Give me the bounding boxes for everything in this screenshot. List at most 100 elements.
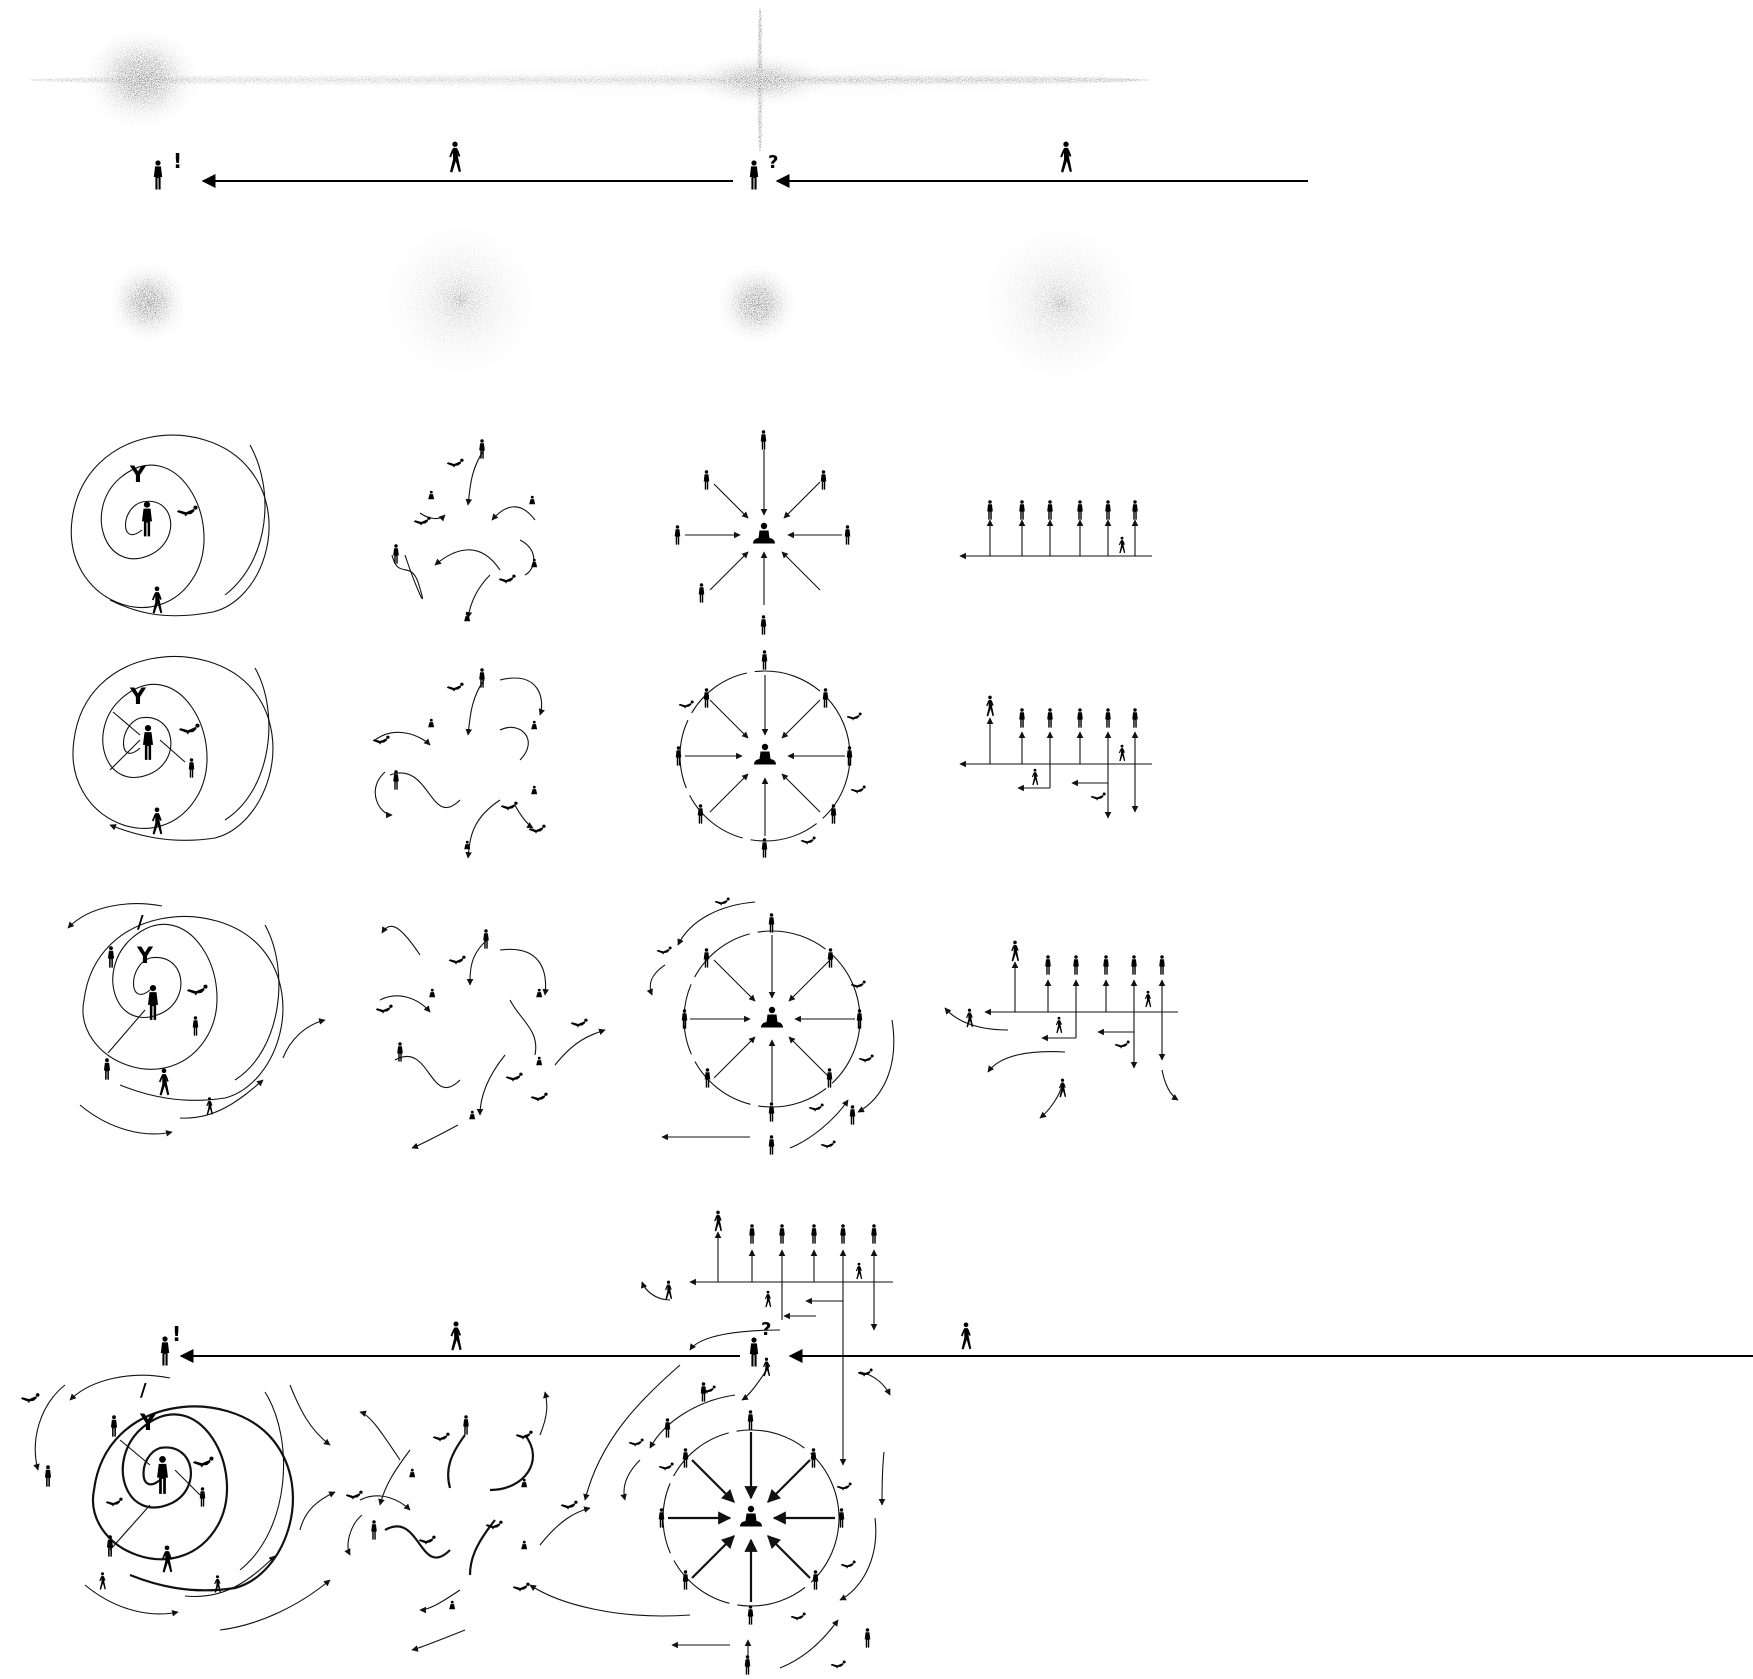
standing-person-icon <box>987 500 993 520</box>
leaping-person-icon <box>186 983 209 996</box>
leaping-person-icon <box>176 504 199 517</box>
standing-person-icon <box>703 688 710 708</box>
sparse-cluster-2 <box>982 225 1138 381</box>
crouching-person-icon <box>536 1056 543 1066</box>
comb-diagram-1 <box>959 500 1152 560</box>
walking-person-icon <box>1118 744 1126 762</box>
standing-person-icon <box>110 1415 118 1437</box>
comb-diagram-2 <box>959 694 1152 819</box>
bottom-comb-diagram <box>641 1209 893 1506</box>
dense-cluster-1 <box>108 262 188 342</box>
standing-person-icon <box>744 1655 751 1675</box>
crouching-person-icon <box>531 558 538 568</box>
leaping-person-icon <box>570 1017 589 1028</box>
standing-person-icon <box>871 1224 877 1244</box>
standing-person-icon <box>1047 500 1053 520</box>
walking-person-icon <box>1118 536 1126 554</box>
standing-person-icon <box>761 650 768 670</box>
leaping-person-icon <box>512 1581 531 1592</box>
crouching-person-icon <box>531 720 538 730</box>
standing-person-icon <box>44 1465 52 1487</box>
meditating-person-icon <box>761 1006 783 1028</box>
walking-person-icon <box>1059 140 1074 174</box>
standing-person-icon <box>141 501 153 537</box>
walking-person-icon <box>1058 1078 1067 1098</box>
timeline-top-mid-marker: ? <box>768 152 778 173</box>
standing-person-icon <box>1077 500 1083 520</box>
leaping-person-icon <box>20 1392 41 1404</box>
leaping-person-icon <box>714 897 731 906</box>
figure-glyph: Y <box>129 685 147 710</box>
standing-person-icon <box>479 668 485 688</box>
leaping-person-icon <box>192 1455 215 1468</box>
standing-person-icon <box>1019 708 1025 728</box>
scatter-paths-2 <box>372 668 547 859</box>
standing-person-icon <box>768 1102 775 1122</box>
standing-person-icon <box>704 1068 711 1088</box>
standing-person-icon <box>703 470 710 490</box>
leaping-person-icon <box>515 1429 534 1440</box>
bottom-scatter-paths <box>344 1391 591 1652</box>
walking-person-icon <box>158 1067 171 1097</box>
standing-person-icon <box>1045 955 1051 975</box>
leaping-person-icon <box>345 1489 364 1500</box>
comb-diagram-3 <box>944 939 1179 1119</box>
walking-person-icon <box>1055 1016 1063 1034</box>
radial-diagram-2 <box>675 650 867 858</box>
crouching-person-icon <box>409 1468 416 1478</box>
standing-person-icon <box>142 724 154 760</box>
walking-person-icon <box>1144 990 1152 1008</box>
density-band-top <box>30 8 1165 152</box>
leaping-person-icon <box>432 1431 451 1442</box>
walking-person-icon <box>985 694 995 718</box>
standing-person-icon <box>103 1058 111 1080</box>
leaping-person-icon <box>1114 1040 1131 1049</box>
standing-person-icon <box>768 1135 775 1155</box>
leaping-person-icon <box>505 1071 524 1082</box>
walking-person-icon <box>151 806 164 836</box>
standing-person-icon <box>810 1448 817 1468</box>
leaping-person-icon <box>560 1499 579 1510</box>
leaping-person-icon <box>528 823 547 834</box>
leaping-person-icon <box>530 1091 549 1102</box>
leaping-person-icon <box>448 954 467 965</box>
leaping-person-icon <box>858 1054 875 1063</box>
crouching-person-icon <box>529 495 536 505</box>
standing-person-icon <box>483 929 489 949</box>
figure-glyph: / <box>137 912 144 933</box>
crouching-person-icon <box>449 1600 456 1610</box>
walking-person-icon <box>1031 768 1039 786</box>
walking-person-icon <box>450 1320 463 1352</box>
crouching-person-icon <box>469 1110 476 1120</box>
standing-person-icon <box>822 688 829 708</box>
standing-person-icon <box>1131 955 1137 975</box>
standing-person-icon <box>830 804 837 824</box>
standing-person-icon <box>768 913 775 933</box>
standing-person-icon <box>1077 708 1083 728</box>
standing-person-icon <box>749 1337 759 1367</box>
figure-glyph: / <box>140 1380 147 1401</box>
crouching-person-icon <box>428 718 435 728</box>
standing-person-icon <box>1073 955 1079 975</box>
leaping-person-icon <box>850 980 867 989</box>
leaping-person-icon <box>658 1462 675 1471</box>
leaping-person-icon <box>836 1482 853 1491</box>
leaping-person-icon <box>446 681 465 692</box>
standing-person-icon <box>682 1448 689 1468</box>
standing-person-icon <box>664 1418 671 1438</box>
standing-person-icon <box>463 1415 469 1435</box>
standing-person-icon <box>1105 500 1111 520</box>
standing-person-icon <box>682 1570 689 1590</box>
leaping-person-icon <box>178 722 201 735</box>
leaping-person-icon <box>105 1496 124 1507</box>
standing-person-icon <box>1019 500 1025 520</box>
standing-person-icon <box>747 1410 754 1430</box>
standing-person-icon <box>760 615 767 635</box>
spiral-diagram-3: Y / <box>67 903 326 1137</box>
scatter-paths-1 <box>391 439 538 622</box>
spiral-diagram-2: Y <box>72 655 274 841</box>
figure-glyph: Y <box>139 1411 157 1436</box>
standing-person-icon <box>697 804 704 824</box>
standing-person-icon <box>371 1520 377 1540</box>
crouching-person-icon <box>531 785 538 795</box>
